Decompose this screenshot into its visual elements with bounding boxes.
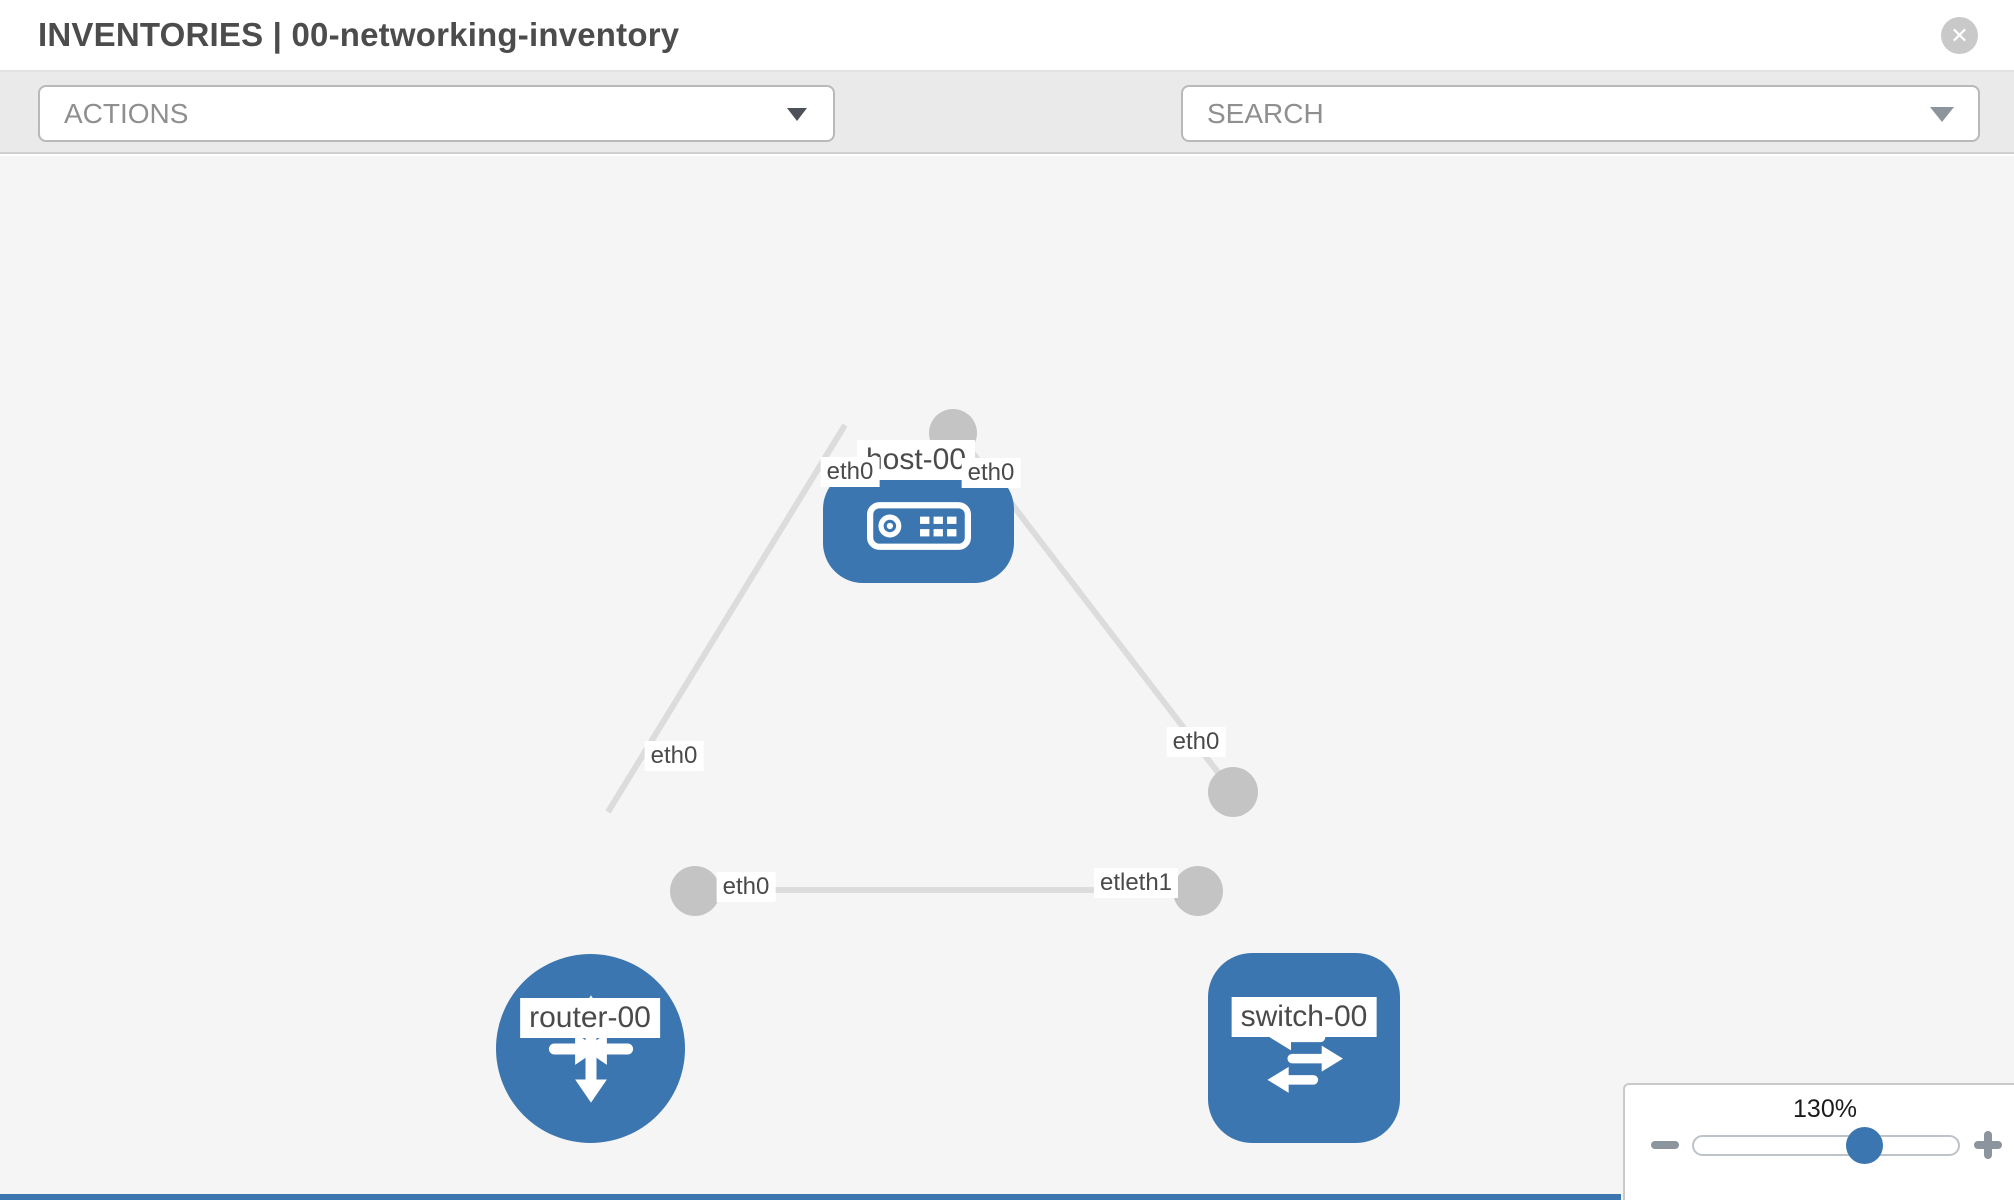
topology-canvas[interactable]: host-00 router-00 switch-00 eth0 eth0 et…	[0, 156, 2014, 1200]
link-router-host[interactable]	[605, 423, 848, 814]
search-dropdown-label: SEARCH	[1207, 97, 1324, 129]
node-host-00[interactable]	[823, 469, 1014, 583]
actions-dropdown-label: ACTIONS	[64, 97, 189, 129]
node-label-switch: switch-00	[1231, 997, 1377, 1037]
topology-links-layer	[605, 409, 1258, 916]
node-label-router: router-00	[520, 998, 660, 1038]
interface-connector	[1208, 767, 1258, 817]
interface-label: eth0	[961, 458, 1021, 488]
close-button[interactable]: ✕	[1941, 17, 1978, 54]
toolbar: ACTIONS SEARCH	[0, 72, 2014, 210]
page-title: INVENTORIES | 00-networking-inventory	[38, 16, 680, 53]
zoom-slider[interactable]	[1692, 1135, 1960, 1156]
node-switch-00[interactable]	[1208, 953, 1400, 1143]
interface-label: etleth1	[1093, 868, 1179, 898]
interface-label: eth0	[1166, 727, 1226, 757]
interface-connector	[670, 866, 720, 916]
interface-label: eth0	[820, 457, 880, 487]
zoom-in-button[interactable]	[1974, 1131, 2002, 1159]
server-icon	[866, 502, 971, 550]
chevron-down-icon	[1930, 106, 1954, 122]
zoom-out-button[interactable]	[1651, 1141, 1679, 1149]
actions-dropdown[interactable]: ACTIONS	[38, 85, 835, 142]
interface-label: eth0	[716, 872, 776, 902]
chevron-down-icon	[787, 107, 807, 121]
close-icon: ✕	[1950, 22, 1969, 48]
interface-connector	[1173, 866, 1223, 916]
interface-label: eth0	[644, 741, 704, 771]
zoom-value: 130%	[1793, 1095, 1857, 1123]
bottom-edge-strip	[0, 1194, 1621, 1200]
zoom-slider-thumb[interactable]	[1846, 1127, 1883, 1164]
search-dropdown[interactable]: SEARCH	[1181, 85, 1980, 142]
node-router-00[interactable]	[496, 954, 685, 1143]
header: INVENTORIES | 00-networking-inventory ✕	[0, 0, 2014, 72]
zoom-panel: 130%	[1623, 1083, 2014, 1200]
